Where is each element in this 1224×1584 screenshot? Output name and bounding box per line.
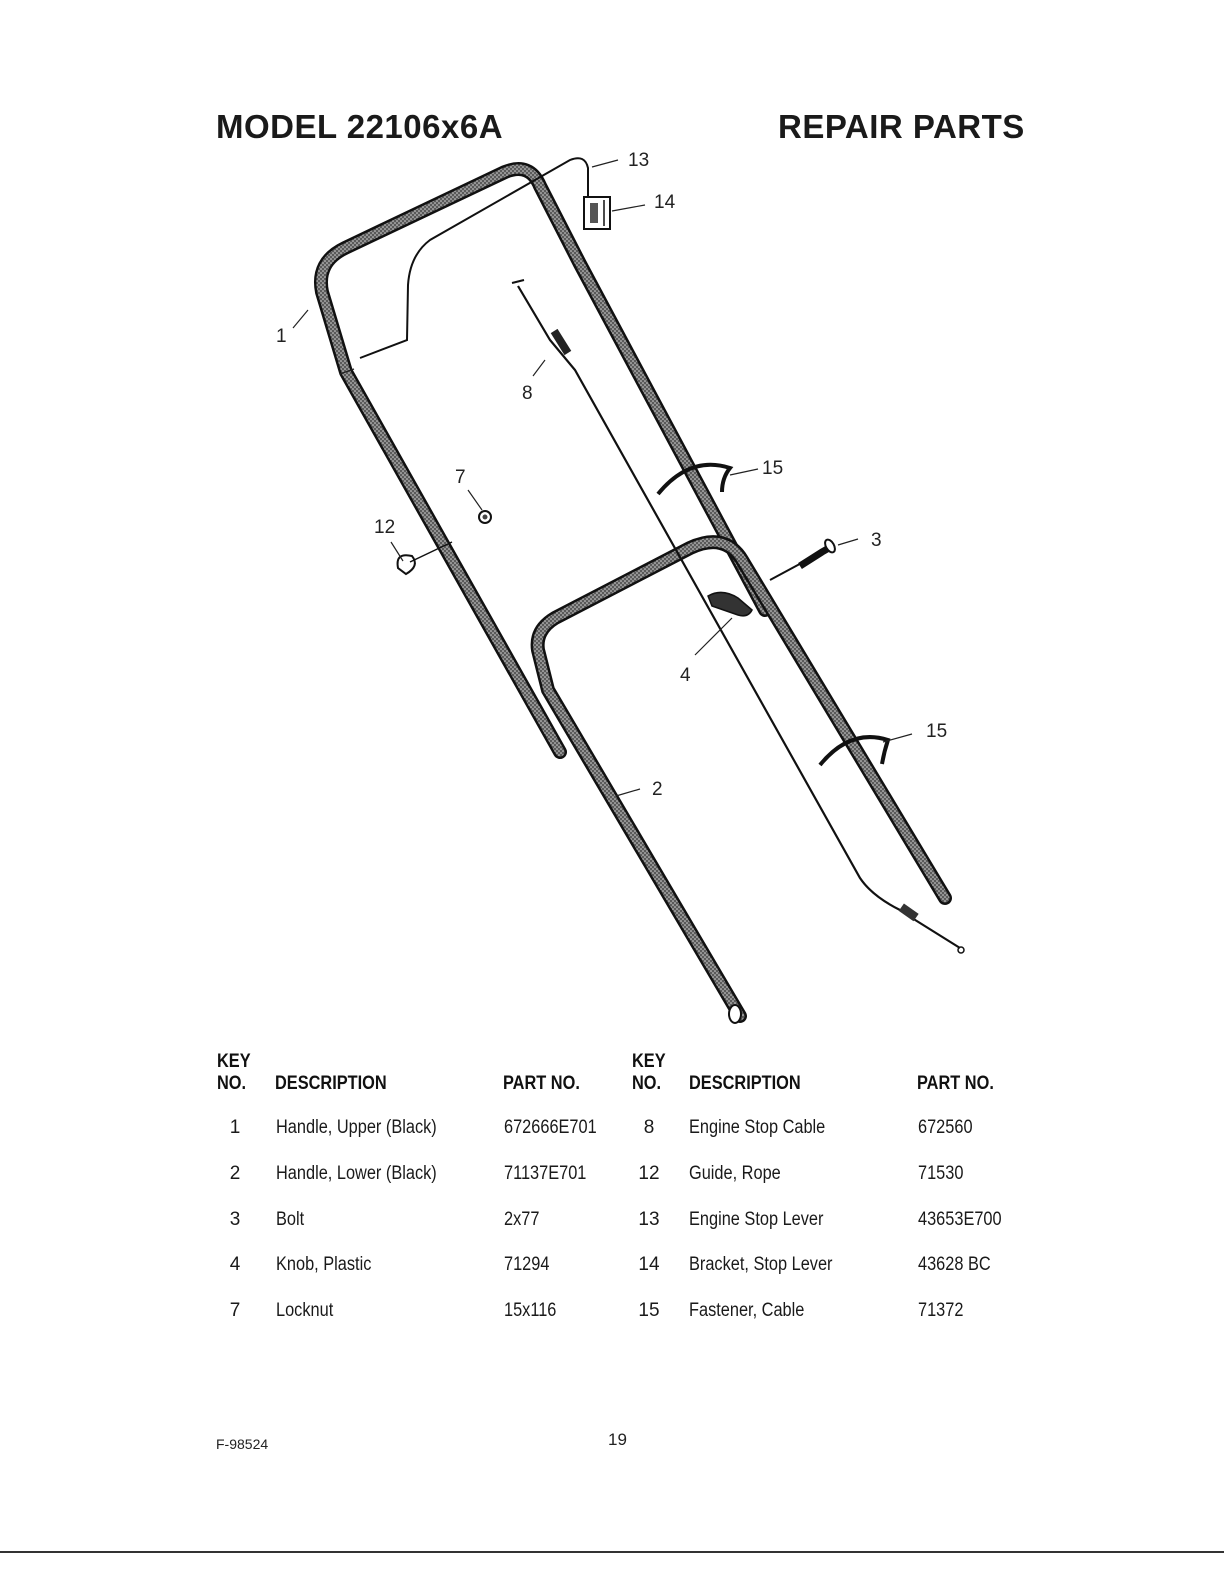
part-number: 71294	[504, 1254, 550, 1275]
callout-7: 7	[455, 467, 466, 488]
key-number: 13	[638, 1209, 660, 1230]
section-title: REPAIR PARTS	[778, 108, 1025, 145]
key-number: 3	[229, 1209, 241, 1230]
callout-3: 3	[871, 530, 882, 551]
callout-8: 8	[522, 383, 533, 404]
callout-leader-lines	[292, 159, 913, 797]
part-number: 2x77	[504, 1209, 540, 1230]
part-description: Handle, Upper (Black)	[276, 1117, 437, 1138]
part-no-header-left: PART NO.	[503, 1073, 580, 1094]
key-number: 7	[229, 1300, 241, 1321]
part-description: Bolt	[276, 1209, 305, 1230]
callout-1: 1	[276, 326, 287, 347]
callout-15-upper: 15	[762, 458, 783, 479]
part-description: Engine Stop Lever	[689, 1209, 824, 1230]
engine-stop-cable-part	[511, 279, 965, 954]
part-number: 43653E700	[918, 1209, 1002, 1230]
plastic-knob-part	[707, 591, 753, 617]
key-number: 8	[643, 1117, 655, 1138]
locknut-part	[478, 510, 492, 524]
key-number: 12	[638, 1163, 660, 1184]
part-description: Knob, Plastic	[276, 1254, 372, 1275]
part-number: 672666E701	[504, 1117, 597, 1138]
key-number: 4	[229, 1254, 241, 1275]
stop-lever-bracket-part	[583, 196, 611, 230]
part-description: Locknut	[276, 1300, 334, 1321]
part-number: 43628 BC	[918, 1254, 991, 1275]
model-title: MODEL 22106x6A	[216, 108, 504, 145]
key-no-header-right: KEY NO.	[632, 1051, 666, 1094]
callout-14: 14	[654, 192, 676, 213]
lower-handle-part	[530, 535, 952, 1024]
callout-12: 12	[374, 517, 395, 538]
callout-4: 4	[680, 665, 691, 686]
part-description: Guide, Rope	[689, 1163, 781, 1184]
key-no-header-left: KEY NO.	[217, 1051, 251, 1094]
key-number: 15	[638, 1300, 660, 1321]
bolt-part	[769, 538, 836, 581]
description-header-left: DESCRIPTION	[275, 1073, 387, 1094]
callout-13: 13	[628, 150, 649, 171]
key-number: 14	[638, 1254, 660, 1275]
callout-2: 2	[652, 779, 663, 800]
part-description: Bracket, Stop Lever	[689, 1254, 833, 1275]
part-number: 71372	[918, 1300, 964, 1321]
part-number: 71530	[918, 1163, 964, 1184]
part-description: Fastener, Cable	[689, 1300, 805, 1321]
description-header-right: DESCRIPTION	[689, 1073, 801, 1094]
form-number: F-98524	[216, 1436, 269, 1452]
part-number: 71137E701	[504, 1163, 587, 1184]
part-number: 15x116	[504, 1300, 557, 1321]
part-no-header-right: PART NO.	[917, 1073, 994, 1094]
callout-15-lower: 15	[926, 721, 947, 742]
bottom-rule	[0, 1551, 1224, 1553]
part-description: Handle, Lower (Black)	[276, 1163, 437, 1184]
exploded-parts-diagram: 1 2 3 4 7 8 12 13 14 15 15	[276, 150, 965, 1024]
cable-fastener-part	[656, 462, 891, 767]
part-number: 672560	[918, 1117, 973, 1138]
key-number: 2	[229, 1163, 241, 1184]
engine-stop-lever-cable	[359, 157, 589, 359]
key-number: 1	[229, 1117, 241, 1138]
page-number: 19	[608, 1430, 627, 1449]
part-description: Engine Stop Cable	[689, 1117, 826, 1138]
